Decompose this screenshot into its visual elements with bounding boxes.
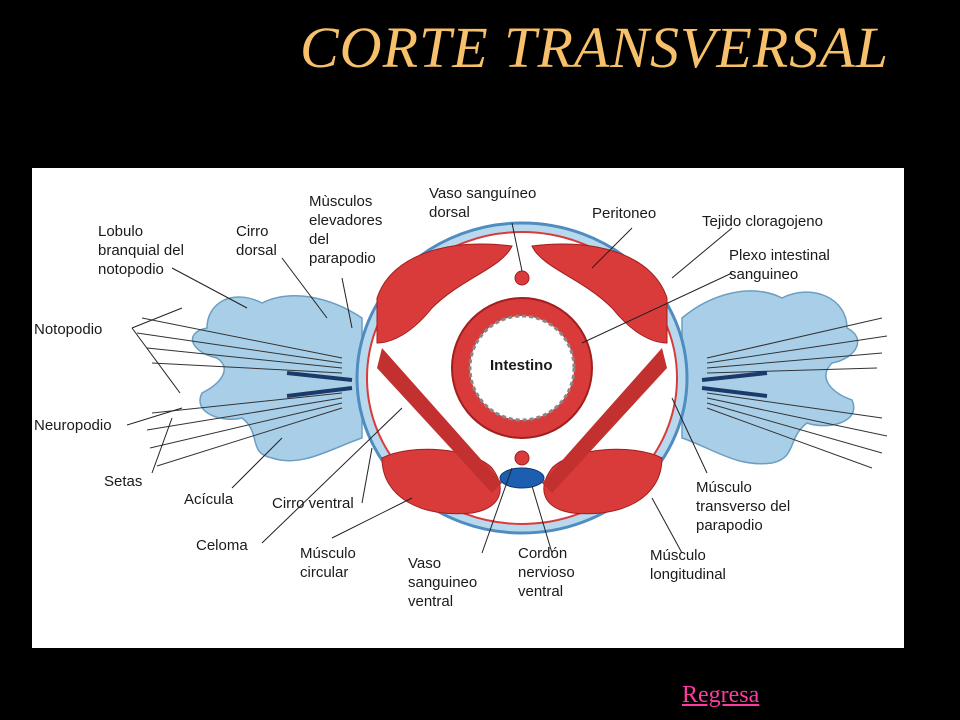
label-vaso-dorsal: Vaso sanguíneo dorsal <box>429 185 537 221</box>
regresa-link[interactable]: Regresa <box>682 682 760 708</box>
transverse-muscle-right <box>542 348 667 493</box>
label-notopodio: Notopodio <box>34 321 103 338</box>
label-peritoneo: Peritoneo <box>592 205 657 222</box>
transverse-muscle-left <box>377 348 502 493</box>
cross-section-diagram: Lobulo branquial del notopodio Cirro dor… <box>32 168 904 648</box>
label-musculo-longitudinal: Músculo longitudinal <box>650 547 726 583</box>
label-celoma: Celoma <box>196 537 248 554</box>
label-musculo-circular: Músculo circular <box>300 545 356 581</box>
label-lobulo-branquial: Lobulo branquial del notopodio <box>98 223 184 278</box>
label-tejido-cloragojeno: Tejido cloragojeno <box>702 213 823 230</box>
ventral-vessel <box>514 450 530 466</box>
dorsal-vessel <box>514 270 530 286</box>
label-musculo-transverso: Músculo transverso del parapodio <box>696 479 791 534</box>
label-cirro-dorsal: Cirro dorsal <box>236 223 277 259</box>
label-vaso-ventral: Vaso sanguineo ventral <box>408 555 478 610</box>
leader-lines <box>126 222 733 554</box>
nerve-cord <box>499 467 545 489</box>
label-plexo-intestinal: Plexo intestinal sanguineo <box>729 247 830 283</box>
diagram-drawing <box>126 221 888 554</box>
dorsal-muscle-right <box>531 243 668 344</box>
label-intestino: Intestino <box>490 357 553 374</box>
page-title: CORTE TRANSVERSAL <box>300 15 889 80</box>
label-cordon-nervioso: Cordón nervioso ventral <box>518 545 575 600</box>
dorsal-muscle-left <box>376 243 513 344</box>
right-setae <box>706 317 888 469</box>
label-acicula: Acícula <box>184 491 234 508</box>
label-musculos-elevadores: Mùsculos elevadores del parapodio <box>309 193 383 267</box>
label-neuropodio: Neuropodio <box>34 417 112 434</box>
acicula-lines <box>286 371 768 398</box>
label-setas: Setas <box>104 473 143 490</box>
intestine-lumen <box>468 314 576 422</box>
label-cirro-ventral: Cirro ventral <box>272 495 354 512</box>
left-setae <box>136 317 343 467</box>
